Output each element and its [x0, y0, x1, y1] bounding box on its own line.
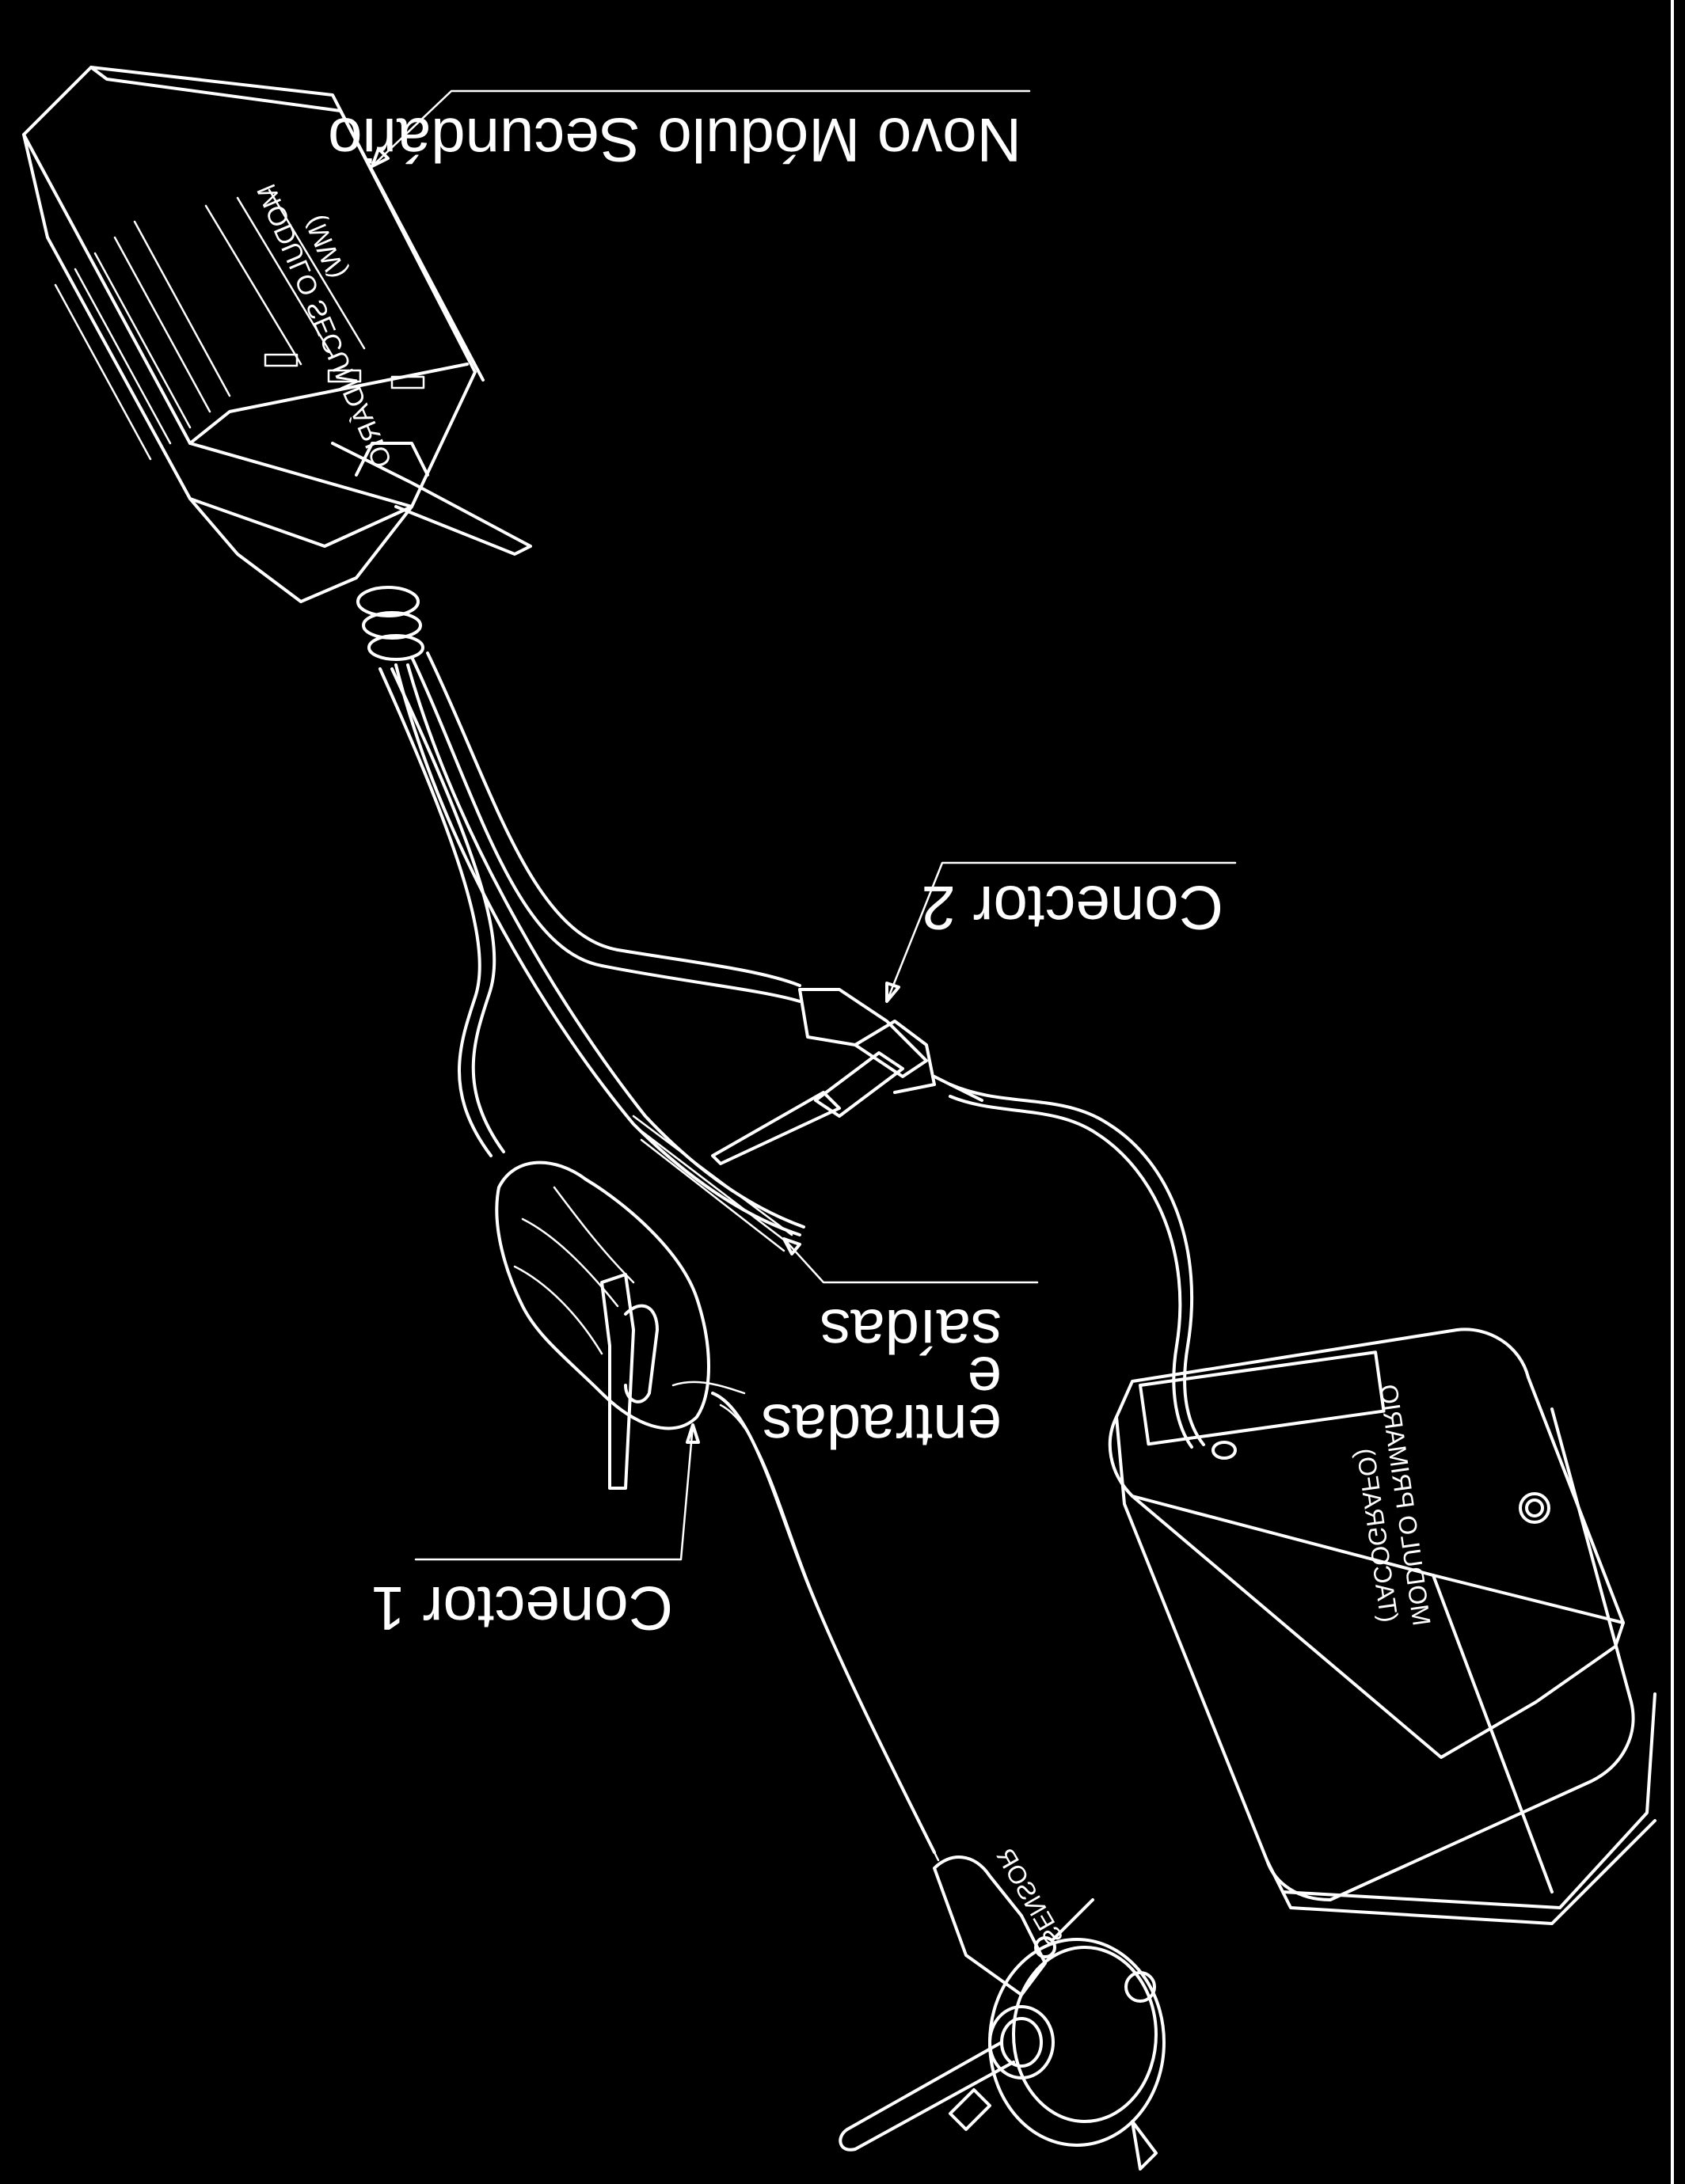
primary-module — [1108, 1327, 1656, 1925]
page-border-right — [1671, 0, 1674, 2184]
leader-connector-1 — [414, 1423, 700, 1561]
secondary-module-embossed-text: MODULO SECUNDÁRIO (MW) — [251, 180, 398, 473]
primary-module-embossed-text: MODULO PRIMARIO (TACOGRAFO) — [1351, 1382, 1436, 1628]
leader-secondary-module — [371, 89, 1031, 168]
label-connector-1: Conector 1 — [371, 1574, 673, 1643]
label-connector-2-group: Conector 2 — [921, 873, 1223, 943]
secondary-module — [22, 66, 532, 603]
label-connector-1-group: Conector 1 — [371, 1574, 673, 1643]
label-secondary-module-group: Novo Módulo Secundário — [328, 105, 1021, 175]
primary-module-wire-entry — [1211, 1441, 1237, 1460]
harness-wires — [378, 651, 805, 1236]
label-io-line1: saídas — [820, 1297, 1002, 1366]
label-io-group: saídas e entradas — [761, 1297, 1002, 1461]
wire-to-sensor-outline — [719, 1403, 940, 1862]
leader-connector-2 — [885, 861, 1237, 1003]
connector-1 — [495, 1160, 746, 1490]
label-secondary-module: Novo Módulo Secundário — [328, 105, 1021, 175]
leader-io — [782, 1237, 1039, 1284]
wire-to-primary-module — [949, 1083, 1205, 1446]
label-io-line2: e — [968, 1344, 1002, 1414]
harness-grommet — [356, 586, 424, 661]
outputs-bundle — [632, 1115, 793, 1252]
sensor — [839, 1855, 1166, 2171]
wire-to-primary-module-outline — [949, 1095, 1193, 1449]
connector-2 — [711, 988, 983, 1165]
label-connector-2: Conector 2 — [921, 873, 1223, 943]
label-io-line3: entradas — [761, 1392, 1002, 1461]
